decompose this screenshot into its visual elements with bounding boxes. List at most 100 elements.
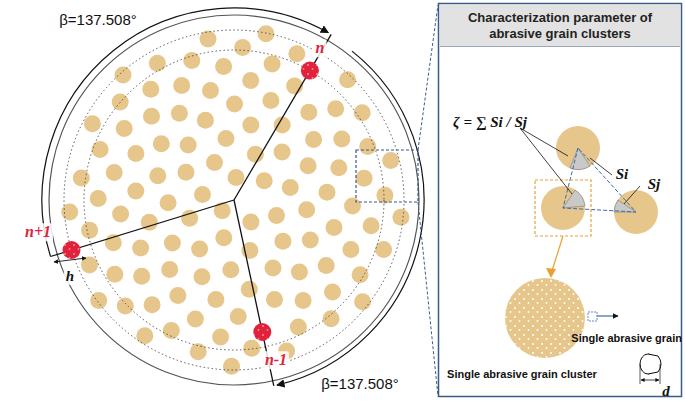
abrasive-grain: [234, 39, 251, 56]
grain-field: [61, 25, 409, 375]
abrasive-grain: [344, 198, 361, 215]
abrasive-grain: [207, 291, 224, 308]
single-grain: [640, 354, 661, 384]
abrasive-grain: [169, 287, 186, 304]
abrasive-grain: [354, 293, 371, 310]
abrasive-grain: [178, 164, 195, 181]
abrasive-grain: [180, 137, 197, 154]
marked-grain-texture: [253, 323, 271, 341]
panel-header: Characterization parameter of abrasive g…: [440, 5, 680, 47]
abrasive-grain: [215, 229, 232, 246]
abrasive-grain: [288, 45, 305, 62]
abrasive-grain: [274, 144, 291, 161]
grain-pointer: [597, 315, 618, 316]
abrasive-grain: [212, 329, 229, 346]
abrasive-grain: [382, 152, 399, 169]
abrasive-grain: [115, 67, 132, 84]
abrasive-grain: [363, 217, 380, 234]
abrasive-grain: [164, 234, 181, 251]
abrasive-grain: [392, 209, 409, 226]
abrasive-grain: [223, 358, 240, 375]
angle-arc: [277, 51, 424, 385]
abrasive-grain: [171, 105, 188, 122]
abrasive-grain: [144, 296, 161, 313]
formula: ζ = ∑ Si / Sj: [453, 114, 527, 131]
abrasive-grain: [318, 257, 335, 274]
abrasive-grain: [242, 117, 259, 134]
abrasive-grain: [342, 241, 359, 258]
abrasive-grain: [112, 94, 129, 111]
index-label: n+1: [23, 223, 53, 241]
abrasive-grain: [226, 96, 243, 113]
abrasive-grain: [73, 169, 90, 186]
abrasive-grain: [161, 261, 178, 278]
index-label: n-1: [263, 351, 289, 369]
marked-grain: [253, 323, 271, 341]
marked-grain: [301, 62, 319, 80]
abrasive-grain: [295, 292, 312, 309]
abrasive-grain: [187, 310, 204, 327]
abrasive-grain: [61, 203, 78, 220]
abrasive-grain: [333, 130, 350, 147]
dimension-label: d: [662, 383, 670, 400]
abrasive-grain: [262, 92, 279, 109]
abrasive-grain: [291, 264, 308, 281]
abrasive-grain: [153, 135, 170, 152]
abrasive-grain: [290, 318, 307, 335]
abrasive-grain: [319, 184, 336, 201]
abrasive-grain: [268, 207, 285, 224]
abrasive-grain: [117, 298, 134, 315]
abrasive-grain: [149, 55, 166, 72]
abrasive-grain: [300, 104, 317, 121]
abrasive-grain: [81, 222, 98, 239]
abrasive-grain: [149, 167, 166, 184]
abrasive-grain: [206, 154, 223, 171]
abrasive-grain: [228, 169, 245, 186]
abrasive-grain: [84, 115, 101, 132]
radial-line: [234, 34, 331, 200]
abrasive-grain: [305, 131, 322, 148]
cluster-body: [505, 278, 585, 358]
abrasive-grain: [300, 157, 317, 174]
abrasive-grain: [359, 138, 376, 155]
abrasive-grain: [133, 268, 150, 285]
abrasive-grain: [116, 120, 133, 137]
abrasive-grain: [81, 257, 98, 274]
marked-grain-texture: [63, 241, 81, 259]
abrasive-grain: [218, 130, 235, 147]
wheel-outline: [49, 15, 419, 385]
abrasive-grain: [160, 194, 177, 211]
area-label: Sj: [648, 176, 661, 193]
abrasive-grain: [241, 281, 258, 298]
abrasive-grain: [243, 340, 260, 357]
abrasive-grain: [183, 52, 200, 69]
abrasive-grain: [326, 219, 343, 236]
abrasive-grain: [266, 291, 283, 308]
detail-panel: [439, 4, 682, 397]
abrasive-grain: [282, 179, 299, 196]
index-label: n: [314, 39, 327, 57]
angle-label: β=137.508°: [57, 12, 139, 29]
abrasive-grain: [265, 260, 282, 277]
pitch-dimension: [54, 258, 86, 262]
abrasive-grain: [136, 327, 153, 344]
abrasive-grain: [127, 145, 144, 162]
abrasive-grain: [90, 190, 107, 207]
abrasive-grain: [376, 187, 393, 204]
caption-label: Single abrasive grain cluster: [445, 368, 599, 380]
abrasive-grain: [173, 77, 190, 94]
marked-grain-texture: [301, 62, 319, 80]
abrasive-grain: [92, 141, 109, 158]
abrasive-grain: [242, 214, 259, 231]
zoom-line: [418, 202, 438, 396]
abrasive-grain: [132, 239, 149, 256]
pitch-label: h: [64, 268, 76, 285]
cluster-texture: [505, 278, 585, 358]
abrasive-grain: [127, 182, 144, 199]
abrasive-grain: [142, 81, 159, 98]
abrasive-grain: [202, 82, 219, 99]
abrasive-grain: [190, 343, 207, 360]
angle-geometry: [42, 8, 424, 386]
cluster-triangle: [520, 126, 658, 278]
abrasive-grain: [106, 266, 123, 283]
